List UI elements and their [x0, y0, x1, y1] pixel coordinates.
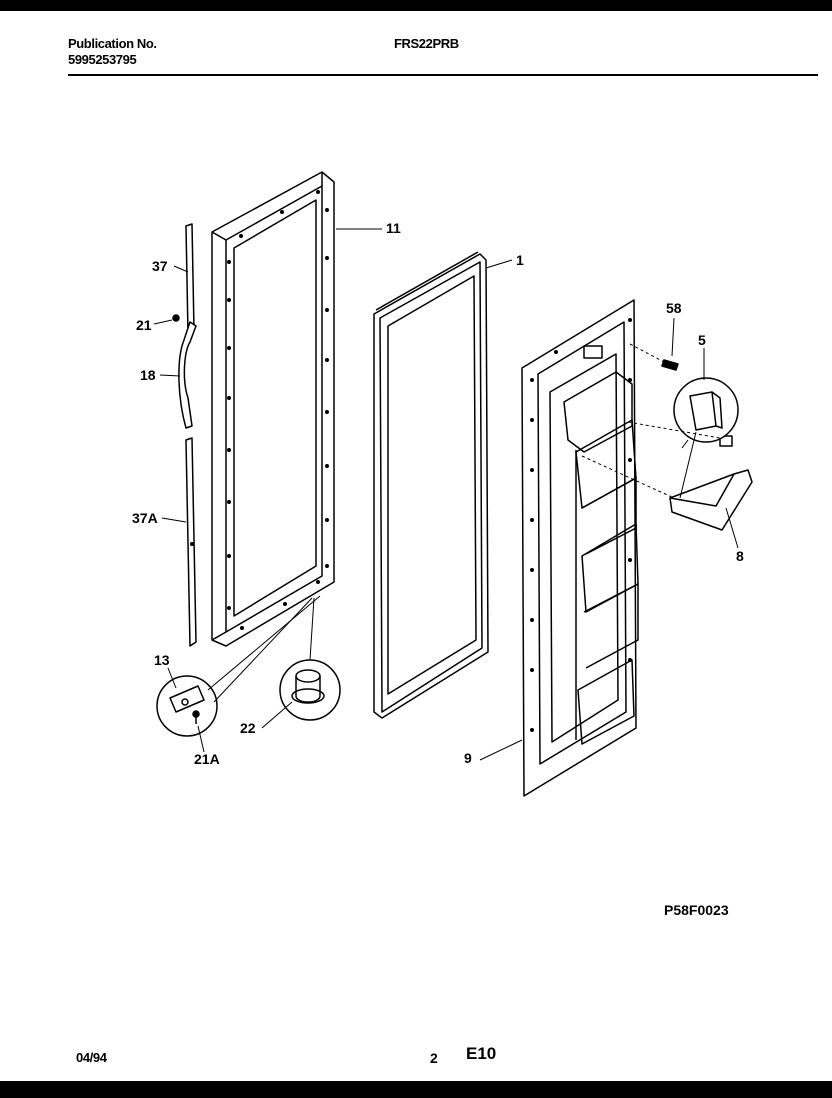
top-border-bar: [0, 0, 832, 11]
callout-1: 1: [516, 252, 524, 268]
footer-section: E10: [466, 1044, 497, 1063]
inner-door-liner-part: [521, 299, 639, 797]
header-rule: [68, 74, 818, 76]
callout-22: 22: [240, 720, 256, 736]
bottom-border-bar: [0, 1081, 832, 1098]
callout-37a: 37A: [132, 510, 158, 526]
callout-13: 13: [154, 652, 170, 668]
publication-label: Publication No.: [68, 36, 157, 51]
detail-circle-22: [279, 659, 341, 721]
callout-9: 9: [464, 750, 472, 766]
detail-circle-13: [156, 675, 218, 737]
door-frame-part: [211, 171, 335, 647]
footer-page: 2: [430, 1050, 438, 1066]
door-gasket-part: [373, 251, 489, 719]
callout-21: 21: [136, 317, 152, 333]
callout-58: 58: [666, 300, 682, 316]
detail-circle-5: [673, 377, 739, 443]
door-bin-part: [669, 435, 753, 531]
publication-number: 5995253795: [68, 52, 137, 67]
callout-5: 5: [698, 332, 706, 348]
model-number: FRS22PRB: [394, 36, 459, 51]
callout-18: 18: [140, 367, 156, 383]
callout-37: 37: [152, 258, 168, 274]
footer-date: 04/94: [76, 1050, 107, 1065]
screw-part: [661, 359, 679, 371]
callout-11: 11: [386, 220, 401, 236]
callout-21a: 21A: [194, 751, 220, 767]
figure-code: P58F0023: [664, 902, 729, 918]
leader-lines: [153, 228, 739, 761]
handle-parts: [172, 223, 197, 647]
callout-8: 8: [736, 548, 744, 564]
